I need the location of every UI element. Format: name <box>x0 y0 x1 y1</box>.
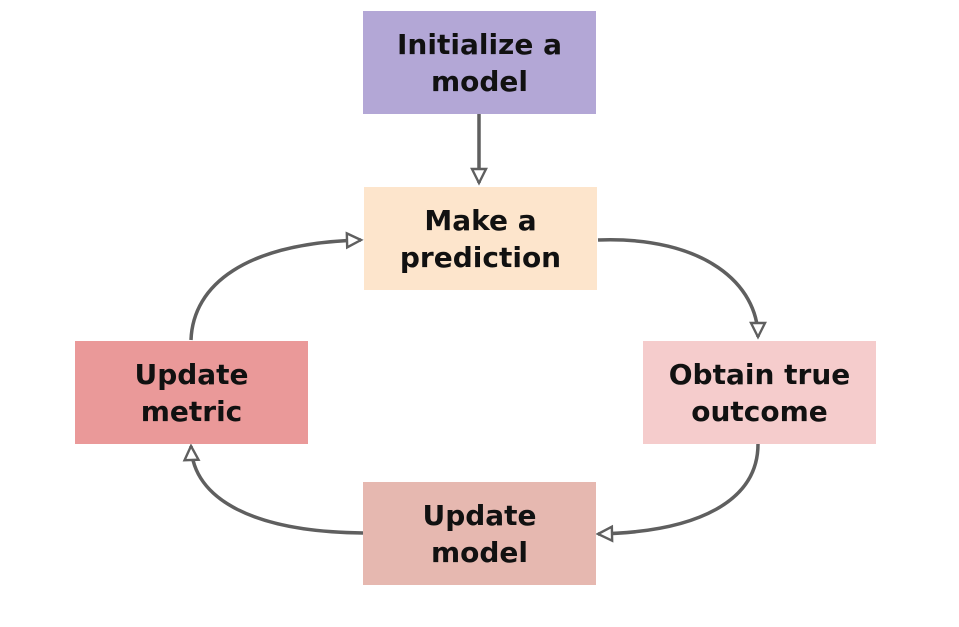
edge-update-model-to-update-metric <box>182 443 364 535</box>
node-initialize-model: Initialize a model <box>363 11 596 114</box>
edge-update-metric-to-predict <box>189 231 364 341</box>
node-update-model-label: Update model <box>422 498 537 569</box>
node-make-prediction: Make a prediction <box>364 187 597 290</box>
node-initialize-model-label: Initialize a model <box>397 27 562 98</box>
node-obtain-true-outcome-label: Obtain true outcome <box>668 357 851 428</box>
edge-predict-to-obtain <box>597 238 767 340</box>
node-obtain-true-outcome: Obtain true outcome <box>643 341 876 444</box>
node-update-metric: Update metric <box>75 341 308 444</box>
edge-obtain-to-update-model <box>595 443 760 543</box>
node-update-model: Update model <box>363 482 596 585</box>
node-update-metric-label: Update metric <box>134 357 249 428</box>
node-make-prediction-label: Make a prediction <box>399 203 562 274</box>
